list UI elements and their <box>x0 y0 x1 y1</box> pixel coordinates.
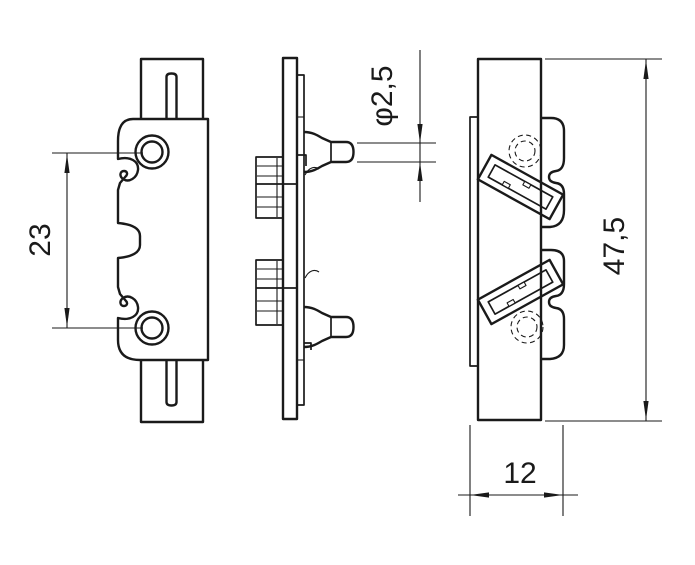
side-plate-edge <box>469 116 478 367</box>
dim-hole-spacing-label: 23 <box>24 223 57 256</box>
dim-pin-diameter-label: φ2,5 <box>366 65 399 126</box>
arrow-left <box>470 492 489 498</box>
profile-terminal-block-top <box>255 156 297 219</box>
side-body <box>476 57 543 422</box>
front-bottom-eyelet-hole <box>140 316 164 340</box>
profile-hook-tip-bottom <box>304 269 320 279</box>
profile-body-layer <box>297 74 305 406</box>
side-hidden-eyelet-bottom-hole <box>516 316 538 338</box>
profile-step-bottom <box>304 342 312 350</box>
front-bottom-tab <box>139 360 205 424</box>
dim-overall-height-label: 47,5 <box>598 217 631 275</box>
arrow-up <box>417 162 423 181</box>
arrow-down <box>643 401 649 420</box>
front-top-tab-slot <box>165 72 178 119</box>
profile-terminal-block-bottom <box>255 259 297 326</box>
dimension-overall-depth: 12 <box>458 425 578 516</box>
arrow-down <box>417 124 423 143</box>
dimension-hole-spacing: 23 <box>24 152 143 329</box>
extension-lines <box>469 425 564 516</box>
front-bottom-tab-slot <box>165 360 178 407</box>
dimension-pin-diameter: φ2,5 <box>357 50 436 202</box>
extension-lines <box>357 142 436 163</box>
arrow-down <box>64 308 70 327</box>
side-hidden-eyelet-bottom-outer <box>510 310 544 344</box>
dimension-overall-height: 47,5 <box>545 58 662 422</box>
profile-view <box>255 56 355 421</box>
side-wing-top <box>541 116 566 229</box>
extension-lines <box>545 58 662 422</box>
arrow-up <box>64 154 70 173</box>
side-view <box>469 57 566 422</box>
front-top-eyelet-outer <box>134 134 170 170</box>
side-clip-tab-bottom <box>476 258 565 326</box>
side-hidden-eyelet-top-outer <box>508 134 542 168</box>
arrow-up <box>643 60 649 79</box>
dim-overall-depth-label: 12 <box>503 457 536 490</box>
front-top-eyelet-hole <box>140 140 164 164</box>
front-top-tab <box>139 57 205 119</box>
side-clip-tab-top <box>476 153 565 221</box>
front-body-outline <box>116 117 210 362</box>
arrow-right <box>544 492 563 498</box>
profile-pin-bottom <box>303 305 355 349</box>
side-hidden-eyelet-top-hole <box>514 140 536 162</box>
profile-step-top <box>297 154 307 166</box>
front-view <box>116 57 210 424</box>
side-wing-bottom <box>541 248 566 361</box>
profile-plate <box>281 56 299 421</box>
profile-pin-top <box>303 130 355 174</box>
